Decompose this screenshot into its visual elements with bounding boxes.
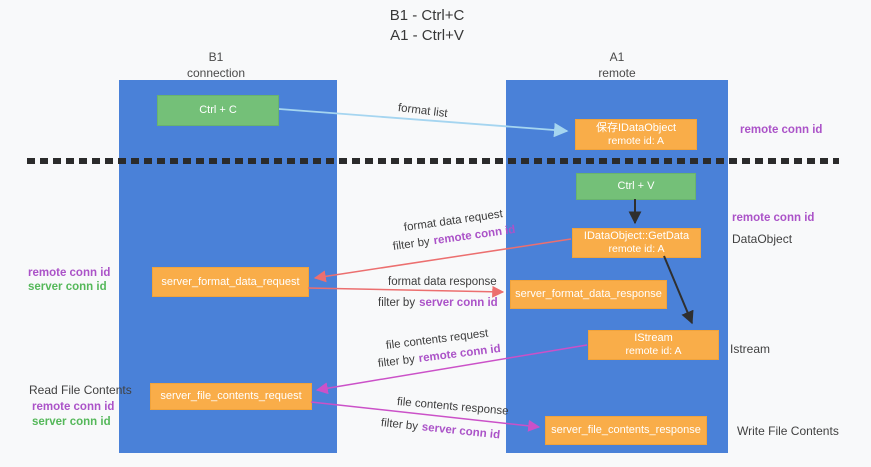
filter-by-text: filter by	[377, 353, 416, 370]
save-idataobject-box: 保存IDataObject remote id: A	[575, 119, 697, 150]
ctrl-c-box: Ctrl + C	[157, 95, 279, 126]
server-conn-id-bottom-label: server conn id	[32, 416, 111, 428]
column-a1-name: A1	[609, 50, 625, 64]
column-b1-role: connection	[186, 65, 246, 80]
server-format-data-response-label: server_format_data_response	[515, 288, 662, 301]
ctrl-c-label: Ctrl + C	[199, 104, 237, 117]
title-line-2: A1 - Ctrl+V	[390, 27, 464, 45]
server-file-contents-request-label: server_file_contents_request	[160, 390, 302, 403]
server-conn-id-text: server conn id	[419, 297, 498, 309]
server-conn-id-text: server conn id	[421, 421, 501, 442]
remote-conn-id-side-label-top: remote conn id	[740, 124, 823, 136]
getdata-line2: remote id: A	[608, 243, 665, 256]
phase-separator-dashed-line	[27, 158, 839, 164]
remote-conn-id-left-label: remote conn id	[28, 267, 111, 279]
dataobject-side-label: DataObject	[732, 232, 793, 246]
column-b1-name: B1	[208, 50, 224, 64]
format-data-response-arrow	[307, 285, 505, 298]
format-list-label: format list	[397, 102, 449, 121]
column-header-a1: A1 remote	[547, 50, 687, 81]
server-format-data-request-box: server_format_data_request	[152, 267, 309, 297]
file-contents-response-label: file contents response	[396, 396, 509, 418]
filter-by-text: filter by	[378, 297, 416, 309]
ctrl-v-box: Ctrl + V	[576, 173, 696, 200]
server-file-contents-response-label: server_file_contents_response	[551, 424, 701, 437]
server-format-data-response-box: server_format_data_response	[510, 280, 667, 309]
remote-conn-id-side-label-mid: remote conn id	[732, 212, 815, 224]
server-conn-id-left-label: server conn id	[28, 281, 107, 293]
save-idataobject-line1: 保存IDataObject	[595, 121, 677, 134]
filter-by-text: filter by	[392, 235, 431, 253]
remote-conn-id-bottom-label: remote conn id	[32, 401, 115, 413]
istream-box: IStream remote id: A	[588, 330, 719, 360]
ctrl-v-label: Ctrl + V	[617, 180, 655, 193]
istream-line1: IStream	[634, 332, 673, 345]
save-idataobject-line2: remote id: A	[607, 134, 665, 147]
server-file-contents-response-box: server_file_contents_response	[545, 416, 707, 445]
column-header-b1: B1 connection	[146, 50, 286, 81]
getdata-line1: IDataObject::GetData	[583, 230, 690, 243]
read-file-contents-label: Read File Contents	[29, 383, 132, 397]
title-line-1: B1 - Ctrl+C	[389, 7, 465, 24]
filter-by-text: filter by	[380, 417, 419, 433]
server-file-contents-request-box: server_file_contents_request	[150, 383, 312, 410]
diagram-title: B1 - Ctrl+C A1 - Ctrl+V	[327, 6, 527, 47]
istream-line2: remote id: A	[625, 345, 682, 358]
idataobject-getdata-box: IDataObject::GetData remote id: A	[572, 228, 701, 258]
format-data-response-label: format data response	[388, 276, 497, 288]
column-a1-role: remote	[598, 65, 636, 80]
write-file-contents-label: Write File Contents	[737, 424, 839, 438]
istream-side-label: Istream	[730, 342, 771, 356]
server-format-data-request-label: server_format_data_request	[161, 275, 300, 288]
